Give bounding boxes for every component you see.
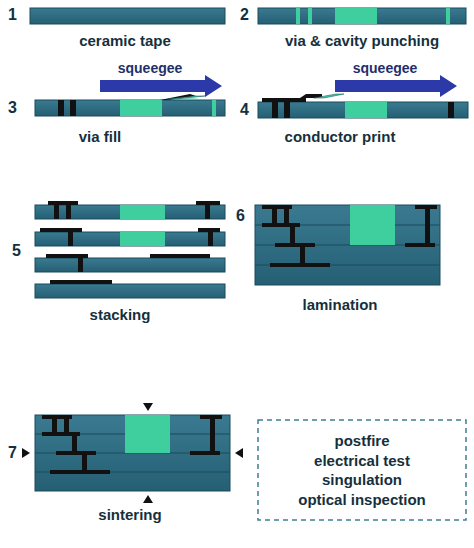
tool-label: squeegee	[118, 60, 183, 76]
step-number: 3	[8, 99, 17, 117]
conductor-print-illustration	[258, 75, 468, 118]
laminated-block	[255, 205, 440, 285]
step-number: 4	[240, 101, 249, 119]
tool-label: squeegee	[353, 60, 418, 76]
punched-tape	[258, 8, 466, 24]
step-number: 1	[8, 6, 17, 24]
step-number: 7	[8, 444, 17, 462]
step-number: 2	[240, 6, 249, 24]
step-number: 6	[236, 207, 245, 225]
step-caption: stacking	[90, 306, 151, 323]
step-number: 5	[12, 242, 21, 260]
process-step-text: optical inspection	[298, 490, 426, 510]
process-step-text: singulation	[322, 470, 402, 490]
step-caption: lamination	[302, 296, 377, 313]
step-caption: via fill	[79, 128, 122, 145]
stacked-layers	[35, 201, 225, 298]
sintered-block	[22, 403, 243, 503]
step-caption: sintering	[98, 506, 161, 523]
step-caption: via & cavity punching	[285, 32, 439, 49]
dashed-frame	[258, 420, 466, 520]
process-step-text: electrical test	[314, 451, 410, 471]
process-steps-box: postfireelectrical testsingulationoptica…	[258, 420, 466, 520]
step-caption: ceramic tape	[79, 32, 171, 49]
via-fill-illustration	[35, 75, 225, 116]
step-caption: conductor print	[285, 128, 396, 145]
process-step-text: postfire	[334, 431, 389, 451]
ceramic-tape	[30, 8, 225, 24]
